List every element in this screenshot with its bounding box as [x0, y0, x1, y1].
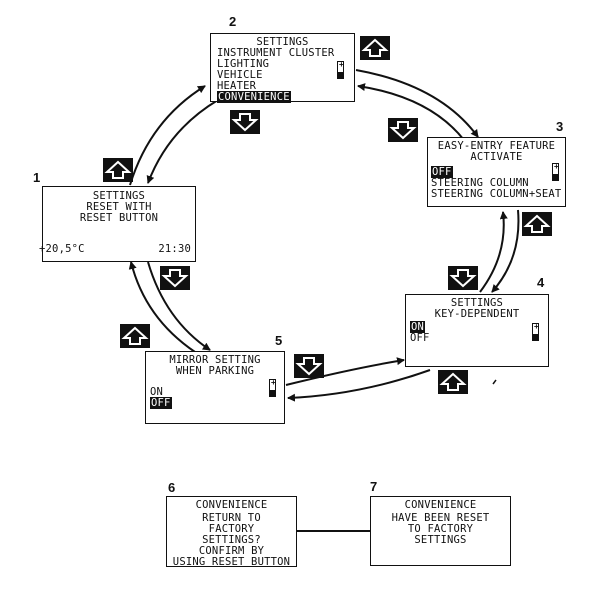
- arrow-4-to-5: [287, 369, 431, 402]
- screen-3-line-2: ACTIVATE: [470, 151, 523, 163]
- screen-1-temperature: +20,5°C: [39, 243, 85, 255]
- screen-7-line-3: TO FACTORY: [407, 523, 474, 535]
- screen-4-key-dependent: SETTINGS KEY-DEPENDENT ON OFF +: [405, 294, 549, 367]
- tick-mark: [492, 379, 497, 385]
- step-number-2: 2: [229, 14, 237, 29]
- battery-icon: +: [337, 61, 344, 79]
- arrow-1-to-2: [129, 85, 206, 186]
- screen-6-line-6: USING RESET BUTTON: [172, 556, 291, 568]
- screen-7-line-2: HAVE BEEN RESET: [391, 512, 490, 524]
- down-arrow-button-icon: [448, 266, 478, 290]
- up-arrow-button-icon: [120, 324, 150, 348]
- screen-2-item-heater: HEATER: [217, 80, 257, 92]
- step-number-5: 5: [275, 333, 283, 348]
- screen-2-settings-menu: SETTINGS INSTRUMENT CLUSTER LIGHTING VEH…: [210, 33, 355, 103]
- screen-3-option-steering-column-seat: STEERING COLUMN+SEAT: [431, 188, 562, 200]
- screen-7-line-1: CONVENIENCE: [404, 499, 477, 511]
- screen-2-item-convenience-selected: CONVENIENCE: [217, 91, 291, 103]
- arrow-2-to-1: [146, 99, 219, 184]
- screen-4-line-1: SETTINGS: [450, 297, 504, 309]
- screen-6-line-1: CONVENIENCE: [195, 499, 268, 511]
- screen-2-item-vehicle: VEHICLE: [217, 69, 263, 81]
- step-number-3: 3: [556, 119, 564, 134]
- up-arrow-button-icon: [360, 36, 390, 60]
- screen-1-line-3: RESET BUTTON: [79, 212, 159, 224]
- screen-7-line-4: SETTINGS: [414, 534, 467, 546]
- step-number-1: 1: [33, 170, 41, 185]
- arrow-4-to-3: [479, 211, 508, 293]
- screen-5-option-on: ON: [150, 386, 164, 398]
- up-arrow-button-icon: [438, 370, 468, 394]
- battery-icon: +: [269, 379, 276, 397]
- step-number-7: 7: [370, 479, 378, 494]
- screen-5-line-1: MIRROR SETTING: [169, 354, 261, 366]
- screen-4-option-on-selected: ON: [410, 321, 426, 333]
- arrow-3-to-4: [491, 209, 520, 293]
- arrow-5-to-4: [285, 357, 405, 386]
- screen-6-line-4: SETTINGS?: [202, 534, 261, 546]
- screen-1-time: 21:30: [158, 243, 191, 255]
- screen-1-line-1: SETTINGS: [92, 190, 146, 202]
- battery-icon: +: [532, 323, 539, 341]
- arrow-2-to-3: [355, 69, 479, 138]
- screen-3-easy-entry: EASY-ENTRY FEATURE ACTIVATE OFF STEERING…: [427, 137, 566, 207]
- screen-3-line-1: EASY-ENTRY FEATURE: [437, 140, 556, 152]
- up-arrow-button-icon: [103, 158, 133, 182]
- screen-6-return-to-factory: CONVENIENCE RETURN TO FACTORY SETTINGS? …: [166, 496, 297, 568]
- up-arrow-button-icon: [522, 212, 552, 236]
- arrow-1-to-5: [147, 261, 211, 351]
- arrow-3-to-2: [357, 83, 465, 141]
- arrow-5-to-1: [128, 261, 196, 353]
- screen-4-option-off: OFF: [410, 332, 430, 344]
- battery-icon: +: [552, 163, 559, 181]
- screen-6-line-2: RETURN TO: [202, 512, 261, 524]
- down-arrow-button-icon: [388, 118, 418, 142]
- screen-1-line-2: RESET WITH: [86, 201, 152, 213]
- step-number-4: 4: [537, 275, 545, 290]
- screen-5-mirror-setting: MIRROR SETTING WHEN PARKING ON OFF +: [145, 351, 285, 424]
- screen-7-reset-confirmed: CONVENIENCE HAVE BEEN RESET TO FACTORY S…: [370, 496, 511, 566]
- screen-5-line-2: WHEN PARKING: [175, 365, 255, 377]
- screen-3-option-off-selected: OFF: [431, 166, 453, 178]
- screen-1-settings-reset: SETTINGS RESET WITH RESET BUTTON +20,5°C…: [39, 186, 196, 262]
- screen-6-line-5: CONFIRM BY: [198, 545, 265, 557]
- down-arrow-button-icon: [294, 354, 324, 378]
- screen-2-item-lighting: LIGHTING: [217, 58, 270, 70]
- screen-5-option-off-selected: OFF: [150, 397, 172, 409]
- screen-4-line-2: KEY-DEPENDENT: [434, 308, 520, 320]
- screen-6-line-3: FACTORY: [208, 523, 255, 535]
- down-arrow-button-icon: [160, 266, 190, 290]
- screen-2-item-instrument-cluster: INSTRUMENT CLUSTER: [217, 47, 335, 59]
- screen-3-option-steering-column: STEERING COLUMN: [431, 177, 529, 189]
- step-number-6: 6: [168, 480, 176, 495]
- screen-2-title: SETTINGS: [256, 36, 309, 48]
- down-arrow-button-icon: [230, 110, 260, 134]
